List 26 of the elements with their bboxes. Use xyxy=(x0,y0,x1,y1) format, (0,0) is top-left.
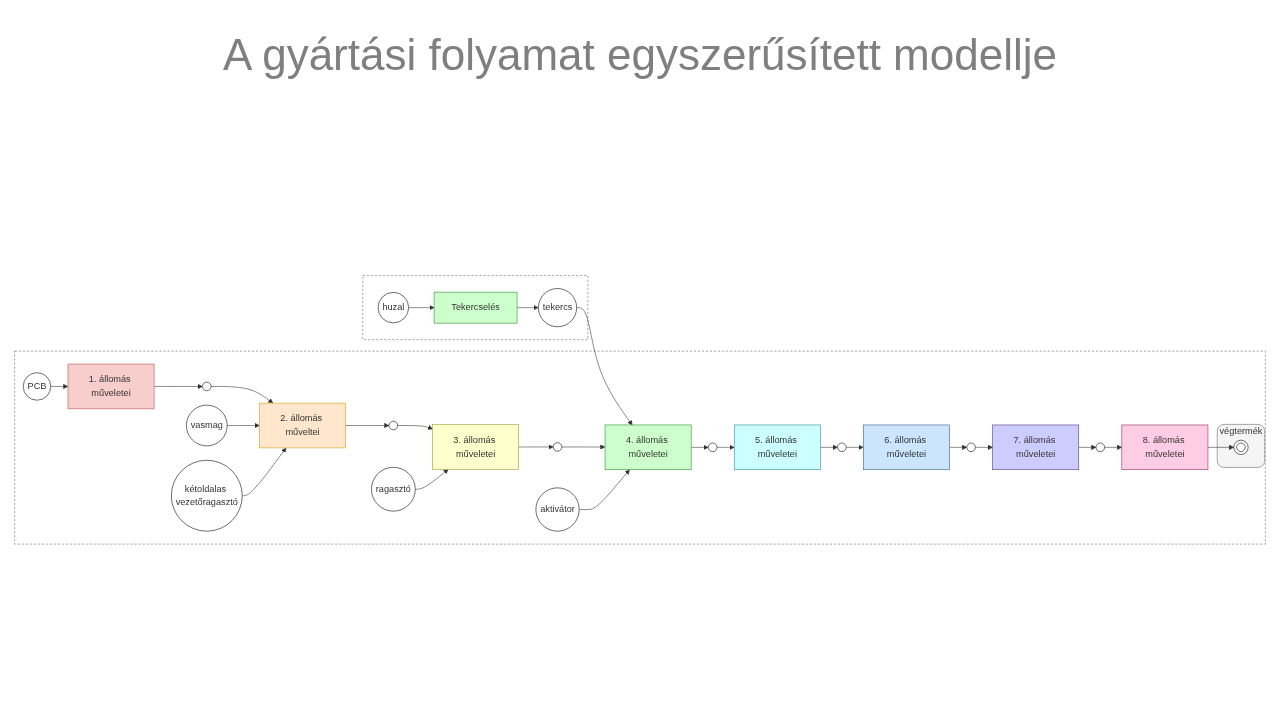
node-circle: vasmag xyxy=(186,405,228,447)
node-box: 7. állomás műveletei xyxy=(992,424,1080,471)
node-circle xyxy=(966,442,976,453)
node-circle: aktivátor xyxy=(535,487,580,532)
node-box: 1. állomás műveletei xyxy=(67,363,155,410)
node-circle: tekercs xyxy=(538,288,577,328)
node-circle: huzal xyxy=(377,292,409,324)
node-box: 3. állomás műveletei xyxy=(432,424,519,470)
node-circle xyxy=(388,421,398,431)
node-circle xyxy=(708,442,718,453)
node-circle xyxy=(837,442,847,453)
node-circle: ragasztó xyxy=(371,467,416,512)
node-box: 8. állomás műveletei xyxy=(1121,424,1209,471)
node-circle xyxy=(552,442,563,452)
node-box: 2. állomás műveltei xyxy=(259,403,346,449)
node-circle: PCB xyxy=(22,372,52,401)
node-circle xyxy=(1095,442,1105,453)
node-box: 5. állomás műveletei xyxy=(733,424,821,471)
cluster: végtermék xyxy=(1216,424,1265,468)
cluster xyxy=(362,275,589,341)
node-box: 4. állomás műveletei xyxy=(604,424,692,471)
node-circle xyxy=(202,382,212,392)
node-box: 6. állomás műveletei xyxy=(863,424,950,471)
node-box: Tekercselés xyxy=(433,292,518,324)
node-circle: kétoldalas vezetőragasztó xyxy=(171,460,243,532)
slide-title: A gyártási folyamat egyszerűsített modellje xyxy=(222,30,1058,80)
